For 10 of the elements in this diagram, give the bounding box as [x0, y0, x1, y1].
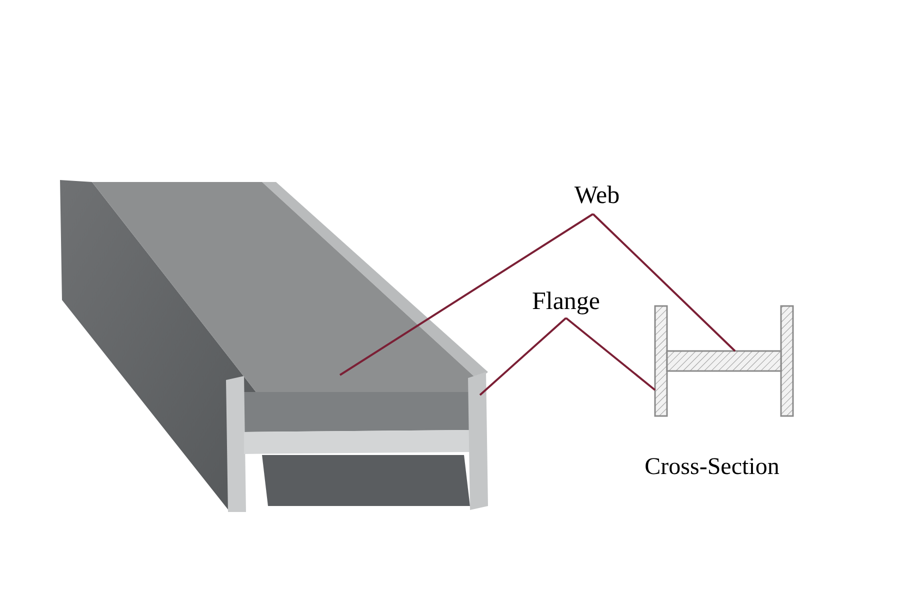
leader-line: [479, 317, 567, 396]
part-label: Web: [560, 180, 634, 212]
leader-line: [592, 213, 736, 352]
part-label: Flange: [520, 286, 612, 318]
section-web: [666, 350, 782, 372]
section-flange: [654, 305, 668, 417]
caption-label: Cross-Section: [644, 453, 780, 482]
leader-line: [339, 213, 594, 376]
beam-flange-end: [468, 372, 488, 510]
leader-line: [565, 317, 656, 391]
